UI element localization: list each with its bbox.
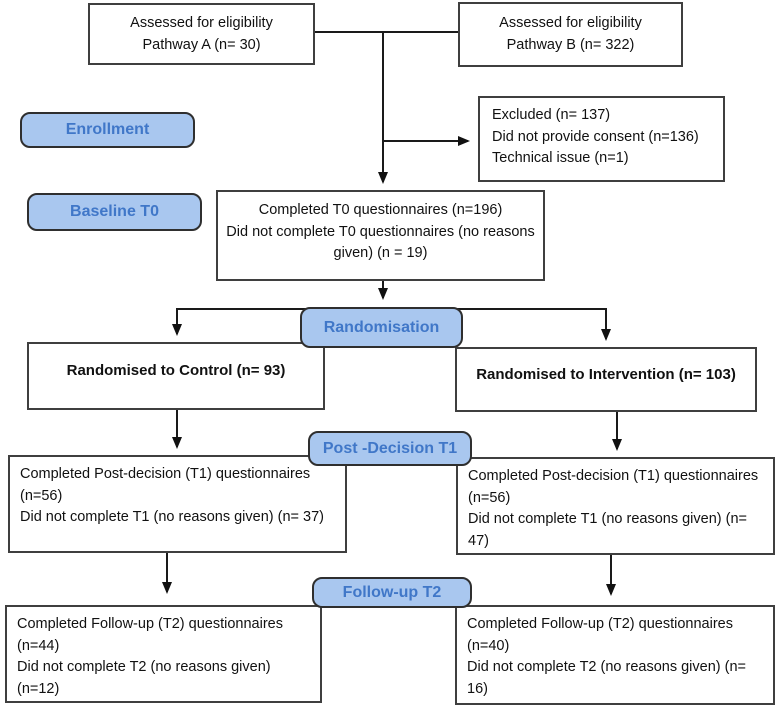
t1-control-line1: Completed Post-decision (T1) questionnai… (20, 466, 311, 482)
follow-up-label-text: Follow-up T2 (342, 583, 442, 601)
t1-control-line2: (n=56) (20, 487, 63, 504)
pathway-a-box: Assessed for eligibility Pathway A (n= 3… (88, 3, 315, 65)
randomised-control-box: Randomised to Control (n= 93) (27, 342, 325, 410)
baseline-t0-line3: given) (n = 19) (333, 245, 428, 261)
excluded-box: Excluded (n= 137) Did not provide consen… (478, 96, 725, 182)
randomised-intervention-text: Randomised to Intervention (n= 103) (476, 366, 736, 383)
stage-follow-up-label: Follow-up T2 (312, 577, 472, 608)
t1-intervention-line2: (n=56) (468, 489, 511, 506)
baseline-t0-box: Completed T0 questionnaires (n=196) Did … (216, 190, 545, 281)
t1-intervention-line1: Completed Post-decision (T1) questionnai… (468, 468, 759, 484)
t1-control-box: Completed Post-decision (T1) questionnai… (8, 455, 347, 553)
stage-post-decision-label: Post -Decision T1 (308, 431, 472, 466)
t2-control-line2: (n=44) (17, 637, 60, 654)
baseline-t0-line2: Did not complete T0 questionnaires (no r… (226, 223, 535, 240)
randomised-control-text: Randomised to Control (n= 93) (66, 362, 286, 379)
t2-intervention-line3: Did not complete T2 (no reasons given) (… (467, 659, 747, 697)
baseline-t0-line1: Completed T0 questionnaires (n=196) (258, 202, 503, 218)
t1-intervention-line3: Did not complete T1 (no reasons given) (… (468, 511, 748, 549)
randomised-intervention-box: Randomised to Intervention (n= 103) (455, 347, 757, 412)
excluded-line3: Technical issue (n=1) (492, 150, 629, 166)
post-decision-label-text: Post -Decision T1 (322, 439, 458, 457)
t2-control-line3: Did not complete T2 (no reasons given) (… (17, 659, 271, 697)
pathway-b-line1: Assessed for eligibility (499, 15, 642, 31)
pathway-a-line2: Pathway A (n= 30) (142, 36, 261, 53)
enrollment-label-text: Enrollment (65, 121, 150, 138)
t2-intervention-line1: Completed Follow-up (T2) questionnaires (467, 616, 733, 632)
pathway-b-box: Assessed for eligibility Pathway B (n= 3… (458, 2, 683, 67)
stage-enrollment-label: Enrollment (20, 112, 195, 148)
excluded-line1: Excluded (n= 137) (492, 107, 611, 123)
t2-control-line1: Completed Follow-up (T2) questionnaires (17, 616, 283, 632)
excluded-line2: Did not provide consent (n=136) (492, 128, 699, 145)
pathway-a-line1: Assessed for eligibility (130, 15, 273, 31)
t2-intervention-box: Completed Follow-up (T2) questionnaires … (455, 605, 775, 705)
t2-control-box: Completed Follow-up (T2) questionnaires … (5, 605, 322, 703)
stage-baseline-label: Baseline T0 (27, 193, 202, 231)
baseline-label-text: Baseline T0 (70, 203, 159, 220)
stage-randomisation-label: Randomisation (300, 307, 463, 348)
randomisation-label-text: Randomisation (323, 318, 440, 336)
t1-intervention-box: Completed Post-decision (T1) questionnai… (456, 457, 775, 555)
t1-control-line3: Did not complete T1 (no reasons given) (… (20, 509, 324, 525)
t2-intervention-line2: (n=40) (467, 637, 510, 654)
pathway-b-line2: Pathway B (n= 322) (506, 36, 635, 53)
